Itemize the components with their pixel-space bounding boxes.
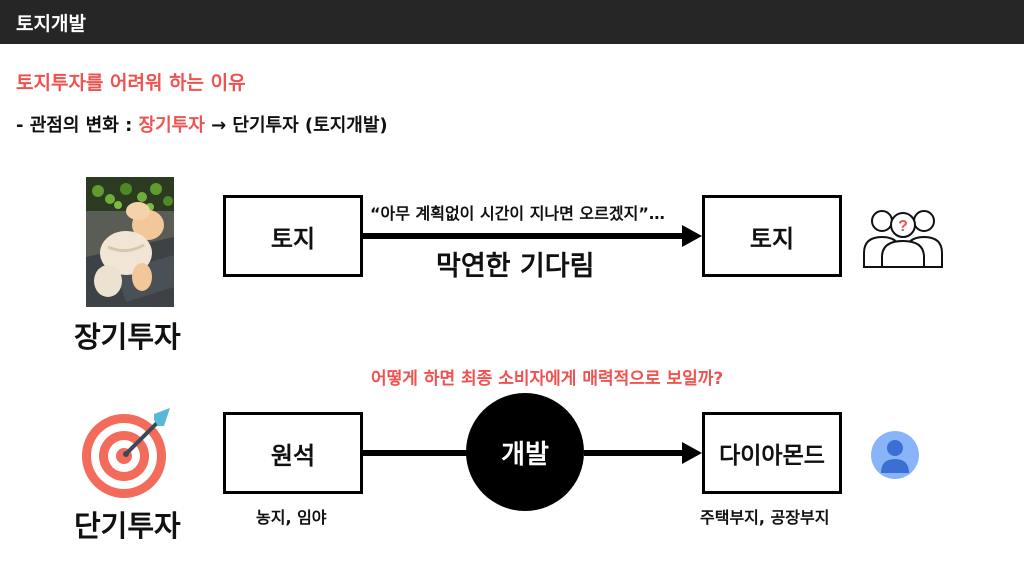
long-term-label: 장기투자 xyxy=(74,320,181,354)
baby-photo xyxy=(86,177,174,307)
arrow-line-long-term xyxy=(363,233,683,239)
top-bar: 토지개발 xyxy=(0,0,1024,44)
perspective-long-term: 장기투자 xyxy=(138,115,205,136)
diamond-caption: 주택부지, 공장부지 xyxy=(700,508,830,527)
raw-stone-box: 원석 xyxy=(223,412,363,494)
arrow-head-short-term xyxy=(682,442,702,464)
perspective-short-term: 단기투자 (토지개발) xyxy=(232,115,388,136)
target-dart-icon xyxy=(80,404,176,500)
raw-stone-caption: 농지, 임야 xyxy=(256,508,327,527)
confused-people-icon: ? xyxy=(860,203,946,269)
waiting-caption: 막연한 기다림 xyxy=(436,251,595,282)
subtitle: 토지투자를 어려워 하는 이유 xyxy=(16,72,246,94)
svg-text:?: ? xyxy=(898,218,908,235)
user-avatar-icon xyxy=(870,430,920,480)
page-title: 토지개발 xyxy=(16,13,86,35)
development-circle: 개발 xyxy=(466,393,584,511)
arrow-head-long-term xyxy=(682,225,702,247)
perspective-prefix: - 관점의 변화 : xyxy=(16,115,139,136)
arrow-line-short-term-left xyxy=(363,450,468,456)
perspective-arrow: → xyxy=(204,115,233,136)
diamond-box: 다이아몬드 xyxy=(702,412,842,494)
perspective-line: - 관점의 변화 : 장기투자 → 단기투자 (토지개발) xyxy=(16,111,388,137)
question-text: 어떻게 하면 최종 소비자에게 매력적으로 보일까? xyxy=(371,369,724,389)
land-box-left: 토지 xyxy=(223,195,363,277)
quote-text: “아무 계획없이 시간이 지나면 오르겠지”… xyxy=(370,204,665,223)
land-box-right: 토지 xyxy=(702,195,842,277)
short-term-label: 단기투자 xyxy=(74,509,181,543)
arrow-line-short-term-right xyxy=(584,450,683,456)
